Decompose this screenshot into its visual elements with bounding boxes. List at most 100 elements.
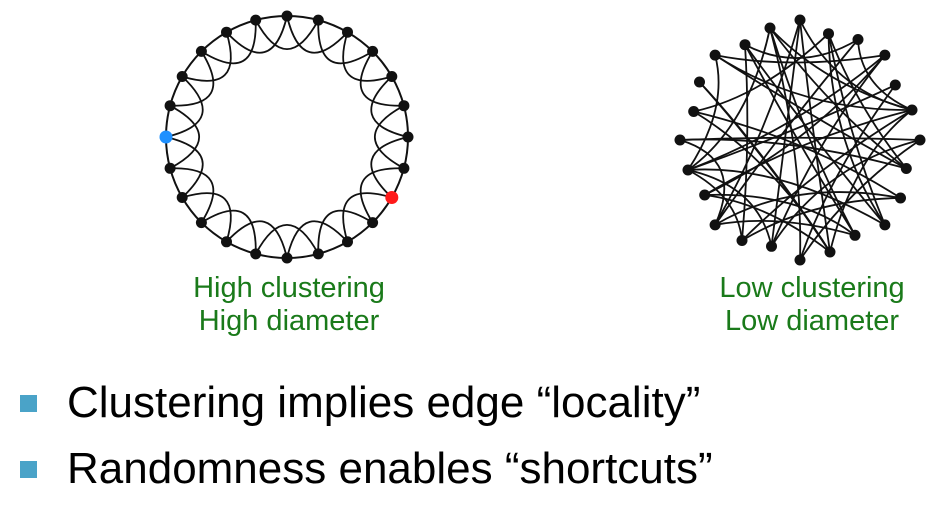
local-edge — [317, 20, 374, 65]
random-edge — [799, 84, 897, 261]
local-edge — [359, 50, 404, 107]
highlight-start-node — [159, 130, 173, 144]
graph-node — [824, 246, 836, 258]
random-edge — [687, 27, 771, 171]
local-edge — [359, 167, 404, 224]
graph-node — [342, 236, 353, 248]
graph-node — [900, 163, 912, 174]
random-edge — [799, 19, 913, 111]
graph-node — [682, 164, 694, 176]
local-edge — [200, 20, 257, 65]
graph-node — [794, 254, 806, 266]
graph-node — [879, 219, 891, 231]
local-edge — [169, 104, 200, 170]
graph-node — [164, 162, 176, 174]
graph-node — [221, 236, 232, 248]
graph-node — [895, 192, 906, 204]
random-edge — [799, 139, 921, 261]
highlight-end-node — [385, 191, 399, 204]
random-edge — [698, 81, 831, 253]
graph-node — [195, 45, 207, 57]
graph-node — [281, 252, 293, 264]
random-edge — [704, 194, 831, 253]
graph-node — [736, 235, 748, 246]
square-bullet-icon — [20, 394, 37, 412]
graph-node — [914, 134, 926, 146]
graph-node — [398, 100, 410, 112]
graph-node — [250, 14, 262, 26]
random-edge — [769, 27, 802, 261]
random-edge — [714, 19, 801, 226]
local-edge — [342, 192, 393, 243]
random-edge — [827, 33, 886, 226]
graph-node — [250, 248, 262, 260]
graph-node — [312, 248, 324, 260]
graph-node — [889, 79, 901, 91]
random-edge — [769, 27, 907, 170]
graph-node — [164, 100, 176, 112]
caption-line: High diameter — [198, 305, 380, 337]
graph-node — [709, 219, 721, 231]
graph-node — [674, 134, 686, 146]
graph-node — [402, 131, 414, 143]
local-edge — [225, 220, 288, 259]
random-edge — [744, 44, 856, 236]
graph-node — [764, 22, 776, 34]
bullet-text: Randomness enables “shortcuts” — [67, 444, 713, 493]
local-edge — [200, 209, 257, 254]
random-edge — [827, 33, 886, 226]
graph-node — [386, 71, 398, 82]
local-edge — [254, 19, 320, 50]
random-edge — [741, 197, 901, 242]
random-edge — [687, 168, 886, 226]
caption-line: Low clustering — [719, 272, 905, 304]
graph-node — [794, 14, 806, 26]
low-clustering-random-graph — [674, 14, 926, 266]
random-edge — [770, 139, 921, 247]
bullet-list: Clustering implies edge “locality” Rando… — [20, 370, 713, 502]
high-clustering-ring-graph — [159, 10, 414, 264]
local-edge — [254, 224, 320, 255]
graph-node — [823, 28, 834, 40]
graph-node — [195, 217, 207, 229]
graph-node — [694, 76, 705, 88]
random-edge — [799, 19, 831, 253]
graph-node — [879, 49, 891, 61]
random-edge — [714, 220, 856, 237]
graph-node — [367, 45, 379, 57]
local-edge — [342, 31, 393, 82]
bullet-item: Randomness enables “shortcuts” — [20, 436, 713, 502]
local-edge — [317, 209, 374, 254]
caption-line: High clustering — [193, 272, 385, 304]
graph-node — [739, 39, 751, 51]
graph-node — [176, 71, 188, 82]
local-edge — [181, 192, 232, 243]
graph-node — [709, 49, 721, 61]
local-edge — [170, 167, 215, 224]
random-edge — [714, 54, 913, 111]
local-edge — [181, 31, 232, 82]
graph-illustrations — [159, 10, 926, 266]
random-edge — [741, 44, 749, 241]
random-edge — [679, 139, 726, 226]
graph-node — [398, 162, 410, 174]
graph-node — [849, 229, 861, 241]
graph-node — [852, 34, 864, 45]
local-edge — [165, 75, 204, 138]
random-edge — [744, 44, 886, 226]
random-edge — [857, 39, 913, 111]
random-edge — [679, 138, 907, 170]
local-edge — [286, 220, 349, 259]
random-edge — [693, 33, 830, 113]
graph-node — [766, 240, 777, 252]
random-edge — [693, 110, 831, 253]
random-edge — [704, 109, 913, 196]
graph-node — [221, 26, 232, 38]
graph-node — [906, 104, 918, 116]
local-edge — [370, 75, 409, 138]
random-edge — [693, 110, 901, 199]
graph-node — [688, 106, 700, 117]
local-edge — [225, 15, 288, 54]
low-clustering-caption: Low clustering Low diameter — [690, 272, 934, 338]
graph-node — [367, 217, 379, 229]
